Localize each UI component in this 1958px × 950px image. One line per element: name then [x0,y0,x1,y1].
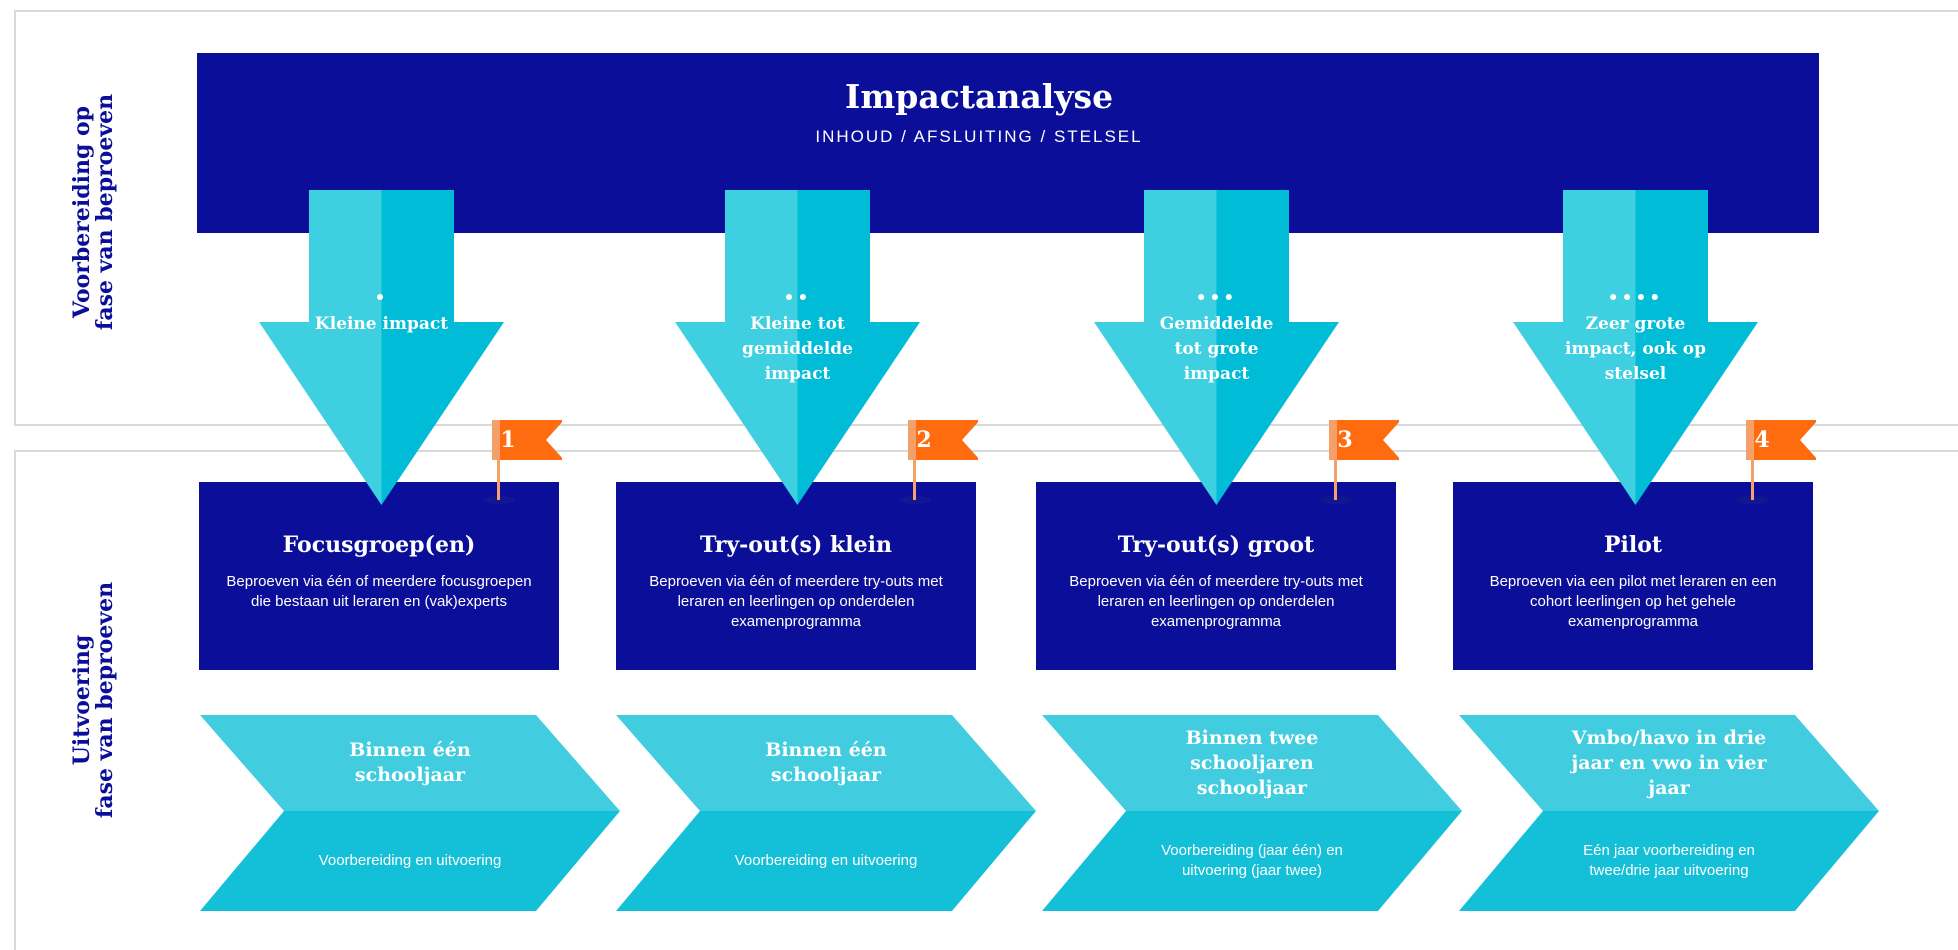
down-arrow-icon [259,190,504,505]
flag-icon [1737,420,1816,504]
phase-title: Try-out(s) klein [700,532,892,558]
chevron-shape [1042,715,1462,911]
impact-analysis-subtitle: INHOUD / AFSLUITING / STELSEL [815,127,1143,146]
execution-side-label: Uitvoering fase van beproeven [69,581,118,819]
phase-description: Beproeven via één of meerdere try-outs m… [649,573,943,630]
impact-level-label: Kleine impact [314,314,449,334]
impact-level-dots: •• [783,288,812,308]
step-flag-1: 1 [482,420,562,506]
phase-description: Beproeven via één of meerdere try-outs m… [1069,573,1363,630]
impact-arrow-text: • Kleine impact [311,288,452,337]
impact-arrow-text: •• Kleine tot gemiddelde impact [727,288,868,387]
impact-arrow-1: • Kleine impact [259,190,504,505]
execution-side-label-line-1: Uitvoering [69,634,95,766]
impact-arrow-4: •••• Zeer grote impact, ook op stelsel [1513,190,1758,505]
timeline-description: Voorbereiding en uitvoering [734,852,918,869]
execution-section [14,450,1958,950]
impact-arrow-3: ••• Gemiddelde tot grote impact [1094,190,1339,505]
timeline-chevron-4: Vmbo/havo in drie jaar en vwo in vier ja… [1459,715,1879,911]
step-flag-2: 2 [898,420,978,506]
phase-card-focusgroep: Focusgroep(en) Beproeven via één of meer… [199,482,559,670]
timeline-description: Voorbereiding en uitvoering [318,852,502,869]
timeline-chevron-2: Binnen één schooljaar Voorbereiding en u… [616,715,1036,911]
timeline-description: Voorbereiding (jaar één) en uitvoering (… [1161,842,1343,879]
phase-title: Pilot [1603,532,1663,558]
impact-analysis-title: Impactanalyse [844,77,1114,116]
step-number: 4 [1754,427,1770,453]
step-number: 1 [500,427,516,453]
step-number: 3 [1337,427,1353,453]
impact-arrow-text: •••• Zeer grote impact, ook op stelsel [1565,288,1706,387]
phase-description: Beproeven via een pilot met leraren en e… [1489,573,1777,630]
phase-card-pilot: Pilot Beproeven via een pilot met lerare… [1453,482,1813,670]
phase-card-try-out-klein: Try-out(s) klein Beproeven via één of me… [616,482,976,670]
impact-level-label: Kleine tot gemiddelde impact [742,314,853,384]
flag-icon [483,420,562,504]
flag-icon [1320,420,1399,504]
chevron-shape [616,715,1036,911]
phase-card-try-out-groot: Try-out(s) groot Beproeven via één of me… [1036,482,1396,670]
step-number: 2 [916,427,932,453]
timeline-title: Vmbo/havo in drie jaar en vwo in vier ja… [1571,726,1767,799]
flag-icon [899,420,978,504]
phase-title: Try-out(s) groot [1117,532,1315,558]
timeline-chevron-3: Binnen twee schooljaren schooljaar Voorb… [1042,715,1462,911]
impact-level-dots: •••• [1607,288,1664,308]
impact-analysis-banner [197,53,1819,233]
impact-level-label: Zeer grote impact, ook op stelsel [1565,314,1706,384]
impact-level-label: Gemiddelde tot grote impact [1159,314,1274,384]
down-arrow-icon [1513,190,1758,505]
phase-title: Focusgroep(en) [282,532,476,558]
down-arrow-icon [675,190,920,505]
chevron-shape [200,715,620,911]
timeline-description: Eén jaar voorbereiding en twee/drie jaar… [1583,842,1755,879]
down-arrow-icon [1094,190,1339,505]
timeline-title: Binnen één schooljaar [349,739,471,786]
impact-level-dots: ••• [1195,288,1238,308]
execution-side-label-line-2: fase van beproeven [92,581,118,819]
impact-arrow-2: •• Kleine tot gemiddelde impact [675,190,920,505]
timeline-title: Binnen twee schooljaren schooljaar [1185,726,1319,799]
step-flag-4: 4 [1736,420,1816,506]
impact-level-dots: • [374,288,389,308]
timeline-chevron-1: Binnen één schooljaar Voorbereiding en u… [200,715,620,911]
phase-description: Beproeven via één of meerdere focusgroep… [226,573,532,610]
chevron-shape [1459,715,1879,911]
impact-arrow-text: ••• Gemiddelde tot grote impact [1146,288,1287,387]
timeline-title: Binnen één schooljaar [765,739,887,786]
step-flag-3: 3 [1319,420,1399,506]
preparation-section [14,10,1958,426]
